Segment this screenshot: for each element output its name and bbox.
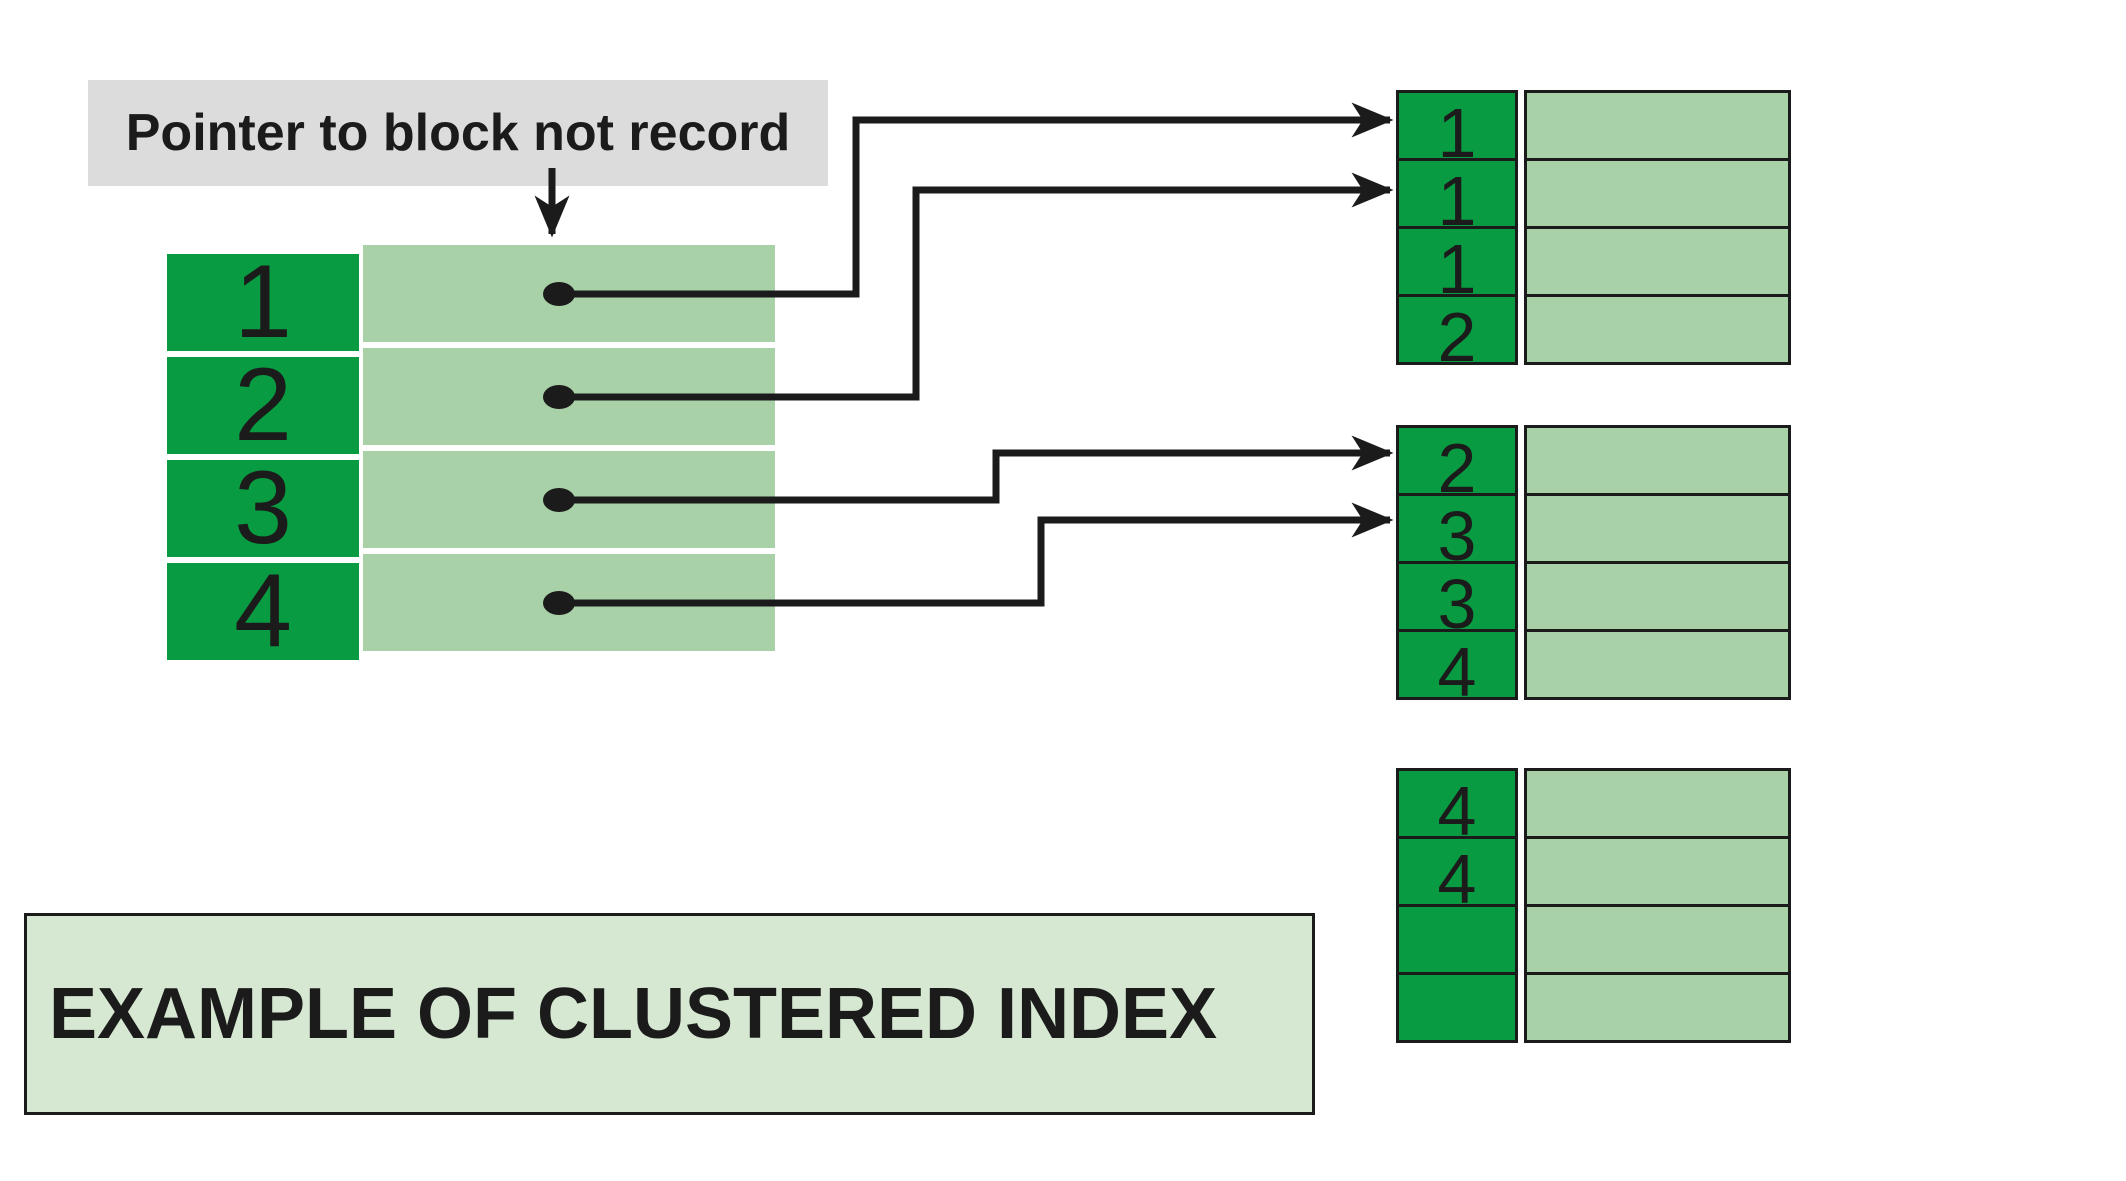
block-key-text: 1	[1437, 230, 1477, 308]
index-key-cell: 3	[167, 456, 359, 560]
block-record-cell	[1524, 561, 1791, 632]
block-key-text: 3	[1437, 497, 1477, 575]
block-key-text: 3	[1437, 565, 1477, 643]
block-record-cell	[1524, 90, 1791, 161]
block-key-text: 1	[1437, 162, 1477, 240]
block-key-text: 4	[1437, 772, 1477, 850]
index-row: 2	[167, 348, 775, 457]
block-row	[1396, 904, 1791, 975]
block-row: 4	[1396, 836, 1791, 914]
block-record-cell	[1524, 972, 1791, 1043]
block-key-cell: 4	[1396, 629, 1518, 707]
block-record-cell	[1524, 836, 1791, 907]
block-key-cell: 1	[1396, 90, 1518, 168]
index-pointer-cell	[363, 451, 775, 548]
block-row: 2	[1396, 425, 1791, 503]
block-row: 1	[1396, 226, 1791, 304]
caption-box: EXAMPLE OF CLUSTERED INDEX	[24, 913, 1315, 1115]
block-key-text: 1	[1437, 94, 1477, 172]
block-row: 1	[1396, 90, 1791, 168]
index-key-cell: 4	[167, 559, 359, 663]
block-record-cell	[1524, 493, 1791, 564]
block-key-text: 4	[1437, 633, 1477, 711]
block-record-cell	[1524, 425, 1791, 496]
index-row: 3	[167, 451, 775, 560]
index-pointer-cell	[363, 348, 775, 445]
block-key-cell: 1	[1396, 158, 1518, 236]
block-key-cell	[1396, 904, 1518, 975]
block-key-cell: 1	[1396, 226, 1518, 304]
block-row: 4	[1396, 629, 1791, 707]
index-row: 4	[167, 554, 775, 663]
index-pointer-cell	[363, 554, 775, 651]
block-key-cell	[1396, 972, 1518, 1043]
caption-text: EXAMPLE OF CLUSTERED INDEX	[49, 974, 1218, 1054]
index-pointer-cell	[363, 245, 775, 342]
index-key-cell: 1	[167, 250, 359, 354]
block-key-text: 2	[1437, 429, 1477, 507]
block-key-cell: 2	[1396, 425, 1518, 503]
block-key-text: 4	[1437, 840, 1477, 918]
pointer-to-block-label: Pointer to block not record	[88, 80, 828, 186]
block-key-cell: 4	[1396, 836, 1518, 914]
block-record-cell	[1524, 294, 1791, 365]
block-row: 3	[1396, 493, 1791, 571]
index-row: 1	[167, 245, 775, 354]
block-record-cell	[1524, 768, 1791, 839]
block-row: 2	[1396, 294, 1791, 372]
block-row	[1396, 972, 1791, 1043]
block-record-cell	[1524, 904, 1791, 975]
block-row: 4	[1396, 768, 1791, 846]
block-row: 1	[1396, 158, 1791, 236]
block-record-cell	[1524, 158, 1791, 229]
block-record-cell	[1524, 629, 1791, 700]
block-key-cell: 2	[1396, 294, 1518, 372]
block-key-cell: 3	[1396, 561, 1518, 639]
index-key-cell: 2	[167, 353, 359, 457]
block-key-cell: 3	[1396, 493, 1518, 571]
block-key-text: 2	[1437, 298, 1477, 376]
block-key-cell: 4	[1396, 768, 1518, 846]
block-row: 3	[1396, 561, 1791, 639]
block-record-cell	[1524, 226, 1791, 297]
